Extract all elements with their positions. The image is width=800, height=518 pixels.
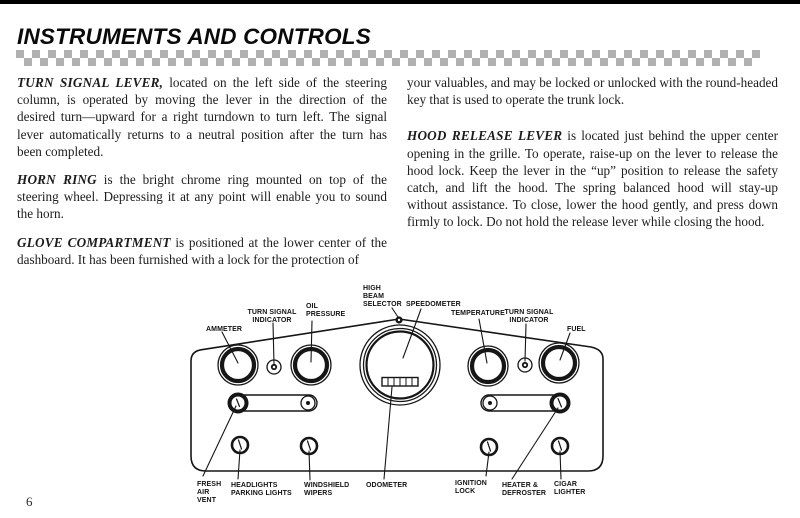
right-column: your valuables, and may be locked or unl… (407, 74, 778, 250)
odometer-window (381, 376, 419, 387)
svg-text:SELECTOR: SELECTOR (363, 301, 402, 308)
label-high-beam-selector: HIGH BEAM SELECTOR (363, 285, 402, 308)
svg-text:AIR: AIR (197, 489, 209, 496)
label-fresh-air-vent: FRESH AIR VENT (197, 481, 221, 504)
ammeter-gauge (217, 344, 259, 386)
label-temperature: TEMPERATURE (451, 310, 505, 317)
svg-text:HEADLIGHTS: HEADLIGHTS (231, 482, 278, 489)
high-beam-selector-lamp (395, 316, 403, 324)
svg-text:INDICATOR: INDICATOR (509, 317, 548, 324)
checker-stripe (16, 50, 760, 66)
paragraph-lead: HOOD RELEASE LEVER (407, 128, 563, 144)
paragraph-lead: HORN RING (17, 172, 97, 188)
svg-text:CIGAR: CIGAR (554, 481, 577, 488)
paragraph-glove-compartment: GLOVE COMPARTMENT is positioned at the l… (17, 234, 387, 268)
paragraph-lead: TURN SIGNAL LEVER, (17, 75, 164, 90)
paragraph-text: is the bright chrome ring mounted on top… (17, 172, 387, 222)
svg-text:HEATER &: HEATER & (502, 482, 538, 489)
svg-text:BEAM: BEAM (363, 293, 384, 300)
paragraph-text: located on the left side of the steering… (17, 75, 387, 159)
label-turn-signal-indicator-right: TURN SIGNAL INDICATOR (505, 309, 555, 324)
svg-text:VENT: VENT (197, 497, 217, 504)
top-border-rule (0, 0, 800, 4)
svg-text:TURN SIGNAL: TURN SIGNAL (505, 309, 555, 316)
label-heater-defroster: HEATER & DEFROSTER (502, 482, 546, 497)
paragraph-turn-signal-lever: TURN SIGNAL LEVER, located on the left s… (17, 74, 387, 160)
paragraph-hood-release-lever: HOOD RELEASE LEVER is located just behin… (407, 127, 778, 230)
paragraph-lead: GLOVE COMPARTMENT (17, 234, 171, 250)
label-windshield-wipers: WINDSHIELD WIPERS (304, 482, 349, 497)
label-oil-pressure: OIL PRESSURE (306, 303, 346, 318)
paragraph-horn-ring: HORN RING is the bright chrome ring moun… (17, 171, 387, 223)
fuel-gauge (538, 342, 580, 384)
paragraph-text: is positioned at the lower center of the… (17, 234, 387, 267)
label-ammeter: AMMETER (206, 326, 242, 333)
svg-text:IGNITION: IGNITION (455, 480, 487, 487)
svg-text:PRESSURE: PRESSURE (306, 311, 346, 318)
svg-text:FRESH: FRESH (197, 481, 221, 488)
label-turn-signal-indicator-left: TURN SIGNAL INDICATOR (248, 309, 298, 324)
svg-text:HIGH: HIGH (363, 285, 381, 292)
svg-text:LIGHTER: LIGHTER (554, 489, 585, 496)
paragraph-text: is located just behind the upper center … (407, 128, 778, 230)
left-column: TURN SIGNAL LEVER, located on the left s… (17, 74, 387, 279)
paragraph-text: your valuables, and may be locked or unl… (407, 75, 778, 108)
label-fuel: FUEL (567, 326, 586, 333)
label-speedometer: SPEEDOMETER (406, 301, 461, 308)
label-ignition-lock: IGNITION LOCK (455, 480, 487, 495)
dashboard-diagram: AMMETER TURN SIGNAL INDICATOR OIL PRESSU… (190, 285, 604, 504)
paragraph-glove-compartment-continued: your valuables, and may be locked or unl… (407, 74, 778, 108)
fresh-air-vent-slider (227, 392, 318, 414)
leader-lines (202, 307, 571, 481)
label-odometer: ODOMETER (366, 482, 407, 489)
svg-text:WINDSHIELD: WINDSHIELD (304, 482, 349, 489)
svg-text:OIL: OIL (306, 303, 319, 310)
label-cigar-lighter: CIGAR LIGHTER (554, 481, 585, 496)
page-title: INSTRUMENTS AND CONTROLS (17, 24, 371, 49)
heater-defroster-slider (480, 392, 571, 414)
temperature-gauge (467, 345, 509, 387)
svg-text:TURN SIGNAL: TURN SIGNAL (248, 309, 298, 316)
svg-text:INDICATOR: INDICATOR (252, 317, 291, 324)
speedometer-gauge (359, 324, 441, 406)
svg-text:PARKING LIGHTS: PARKING LIGHTS (231, 490, 292, 497)
svg-text:DEFROSTER: DEFROSTER (502, 490, 546, 497)
svg-text:LOCK: LOCK (455, 488, 475, 495)
instrument-panel-outline (190, 318, 604, 472)
page-number: 6 (26, 494, 33, 509)
svg-text:WIPERS: WIPERS (304, 490, 332, 497)
label-headlights-parking-lights: HEADLIGHTS PARKING LIGHTS (231, 482, 292, 497)
